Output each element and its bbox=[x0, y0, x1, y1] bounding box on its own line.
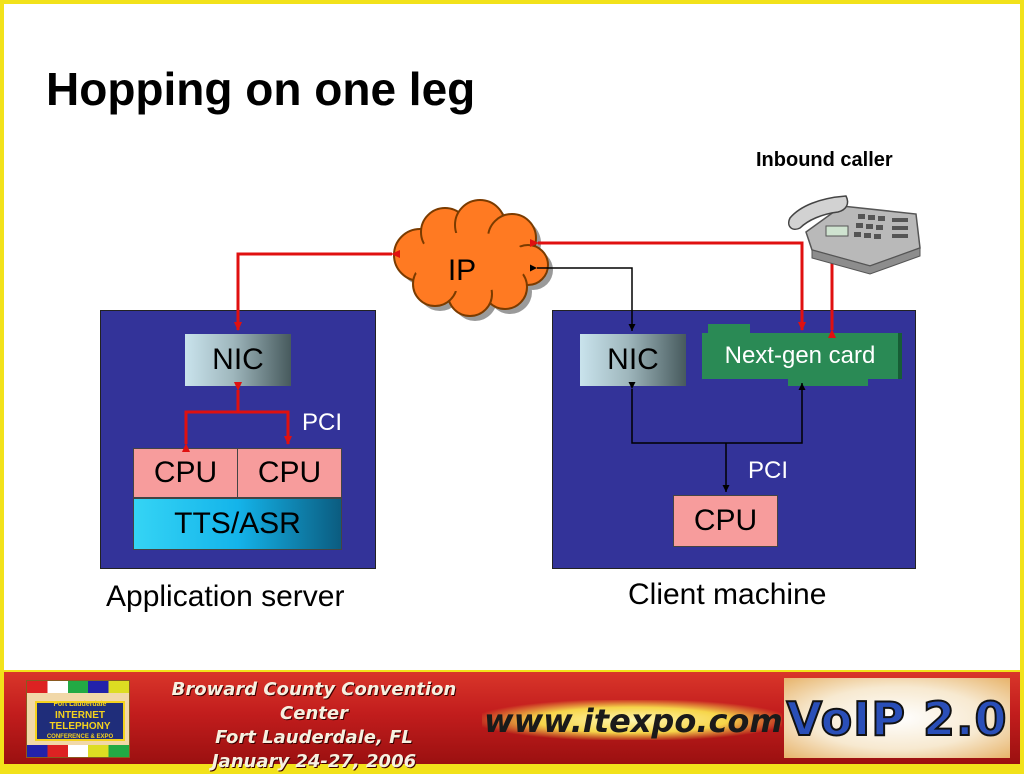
app-server-nic: NIC bbox=[185, 334, 291, 386]
url-glow bbox=[482, 700, 782, 740]
app-server-cpu-1: CPU bbox=[133, 448, 238, 498]
ip-to-next-gen-connector bbox=[530, 239, 806, 331]
conference-logo: Fort Lauderdale INTERNET TELEPHONY CONFE… bbox=[26, 680, 130, 758]
flag-strip-top bbox=[27, 681, 129, 693]
voip-brand-panel: VoIP 2.0 bbox=[784, 678, 1010, 758]
venue-city: Fort Lauderdale, FL bbox=[215, 727, 413, 748]
app-server-cpu-2: CPU bbox=[237, 448, 342, 498]
slide-title: Hopping on one leg bbox=[46, 63, 476, 115]
ip-cloud: IP bbox=[393, 199, 553, 321]
venue-name: Broward County Convention Center bbox=[171, 679, 457, 724]
app-pci-bus bbox=[182, 410, 292, 452]
next-gen-card: Next-gen card bbox=[702, 333, 902, 379]
logo-line-1: Fort Lauderdale bbox=[53, 701, 107, 708]
diagram-overlay: IP bbox=[182, 195, 921, 492]
event-location: Broward County Convention Center Fort La… bbox=[144, 678, 484, 774]
ip-to-client-nic-connector bbox=[530, 264, 636, 331]
client-nic: NIC bbox=[580, 334, 686, 386]
client-pci-label: PCI bbox=[748, 457, 789, 484]
app-server-pci-label: PCI bbox=[302, 409, 343, 436]
client-pci-bus bbox=[628, 382, 806, 444]
logo-line-3: TELEPHONY bbox=[49, 721, 111, 732]
conference-banner: Fort Lauderdale INTERNET TELEPHONY CONFE… bbox=[4, 672, 1020, 772]
event-dates: January 24-27, 2006 bbox=[211, 751, 417, 772]
logo-line-2: INTERNET bbox=[55, 710, 105, 721]
desk-phone-icon bbox=[788, 195, 921, 275]
client-machine-caption: Client machine bbox=[628, 578, 827, 611]
client-cpu: CPU bbox=[673, 495, 778, 547]
event-url: www.itexpo.com bbox=[484, 702, 783, 740]
logo-line-4: CONFERENCE & EXPO bbox=[46, 734, 114, 740]
ip-to-app-nic-connector bbox=[234, 250, 400, 331]
flag-strip-bottom bbox=[27, 745, 129, 757]
tts-asr-box: TTS/ASR bbox=[133, 498, 342, 550]
inbound-caller-label: Inbound caller bbox=[756, 149, 893, 171]
ip-cloud-label: IP bbox=[448, 254, 476, 287]
application-server-caption: Application server bbox=[106, 580, 345, 613]
voip-brand-logo: VoIP 2.0 bbox=[785, 691, 1008, 747]
internet-telephony-logo: Fort Lauderdale INTERNET TELEPHONY CONFE… bbox=[35, 701, 125, 741]
